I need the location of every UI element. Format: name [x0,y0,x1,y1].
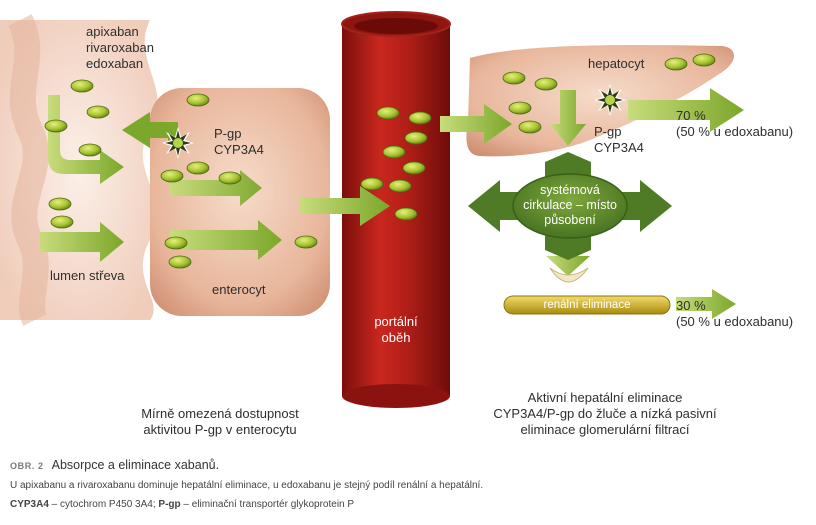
right-summary-line3: eliminace glomerulární filtrací [520,422,690,437]
cyp-right: CYP3A4 [594,140,644,155]
drug-pill [388,179,412,193]
drug-pill [382,145,406,159]
systemic-circulation-node [468,152,672,260]
portal-label: portální oběh [362,314,430,346]
right-summary-line1: Aktivní hepatální eliminace [527,390,683,405]
arrow-enterocyte-internal [170,170,262,206]
arrow-lumen-to-enterocyte-2 [40,222,124,262]
drug-pill [502,71,526,85]
kidney-crescent [549,267,589,283]
hepatic-share: 70 % (50 % u edoxabanu) [676,108,793,140]
renal-share: 30 % (50 % u edoxabanu) [676,298,793,330]
renal-bar-label: renální eliminace [543,299,631,311]
portal-label-line2: oběh [381,330,411,345]
cyp-left: CYP3A4 [214,142,264,157]
intestinal-wall [8,14,49,326]
drug-list: apixaban rivaroxaban edoxaban [86,24,154,72]
drug-pill [518,120,542,134]
drug-name-3: edoxaban [86,56,144,71]
caption-line1: U apixabanu a rivaroxabanu dominuje hepa… [10,480,484,491]
transporter-star-left [162,127,194,159]
drug-pill [534,77,558,91]
systemic-line2: cirkulace – místo [523,198,617,212]
drug-pill [508,101,532,115]
drug-pill [394,207,418,221]
enterocyte-label: enterocyt [212,282,266,297]
drug-pill [294,235,318,249]
arrow-enterocyte-to-portal [300,186,390,226]
absorption-elimination-diagram [0,11,744,408]
drug-pill [48,197,72,211]
lumen-label: lumen střeva [50,268,125,283]
arrow-enterocyte-basal [170,220,282,260]
drug-pill [186,93,210,107]
systemic-label: systémová cirkulace – místo působení [514,183,626,228]
figure-caption: OBR. 2 Absorpce a eliminace xabanů. U api… [10,458,810,517]
drug-pill [402,161,426,175]
renal-pct: 30 % [676,298,706,313]
caption-abbr-pgp: P-gp [158,499,181,510]
drug-pill [164,236,188,250]
drug-pill [404,131,428,145]
pgp-cyp-right-label: P-gp CYP3A4 [594,124,644,156]
drug-pill [692,53,716,67]
pgp-right: P-gp [594,124,622,139]
caption-title-row: OBR. 2 Absorpce a eliminace xabanů. [10,458,810,472]
right-summary-line2: CYP3A4/P-gp do žluče a nízká pasivní [493,406,717,421]
systemic-line3: působení [544,213,596,227]
transporter-star-right [594,84,626,116]
arrow-liver-down [550,90,586,146]
caption-def-pgp: – eliminační transportér glykoprotein P [180,499,355,510]
caption-line2: CYP3A4 – cytochrom P450 3A4; P-gp – elim… [10,498,810,512]
drug-pill [376,106,400,120]
portal-label-line1: portální [374,314,418,329]
arrow-portal-to-liver [440,104,512,144]
left-summary-line2: aktivitou P-gp v enterocytu [143,422,297,437]
renal-edoxaban: (50 % u edoxabanu) [676,314,794,329]
hepatic-pct: 70 % [676,108,706,123]
drug-pill [86,105,110,119]
hepatic-edoxaban: (50 % u edoxabanu) [676,124,794,139]
arrow-lumen-to-enterocyte-1 [48,95,124,184]
drug-name-1: apixaban [86,24,139,39]
arrow-hepatic-elimination [628,88,744,132]
arrow-pgp-efflux [122,112,178,148]
pgp-cyp-left-label: P-gp CYP3A4 [214,126,264,158]
drug-pill [664,57,688,71]
pgp-left: P-gp [214,126,242,141]
drug-pill [78,143,102,157]
caption-def-cyp: – cytochrom P450 3A4; [48,499,159,510]
caption-prefix: OBR. 2 [10,461,44,471]
drug-pill [408,111,432,125]
caption-abbr-cyp: CYP3A4 [10,499,49,510]
drug-pill [50,215,74,229]
left-summary-line1: Mírně omezená dostupnost [141,406,299,421]
systemic-line1: systémová [540,183,600,197]
drug-pill [168,255,192,269]
drug-pill [360,177,384,191]
left-summary: Mírně omezená dostupnost aktivitou P-gp … [110,406,330,438]
renal-elimination-bar [503,295,671,315]
drug-pill [70,79,94,93]
right-summary: Aktivní hepatální eliminace CYP3A4/P-gp … [460,390,750,438]
drug-pill [160,169,184,183]
hepatocyte-label: hepatocyt [588,56,645,71]
drug-pill [44,119,68,133]
drug-pill [186,161,210,175]
drug-molecules [44,53,716,269]
drug-pill [218,171,242,185]
caption-title: Absorpce a eliminace xabanů. [51,458,220,472]
portal-vessel-bottom [342,384,450,408]
drug-name-2: rivaroxaban [86,40,154,55]
arrow-renal-elimination [676,289,736,319]
